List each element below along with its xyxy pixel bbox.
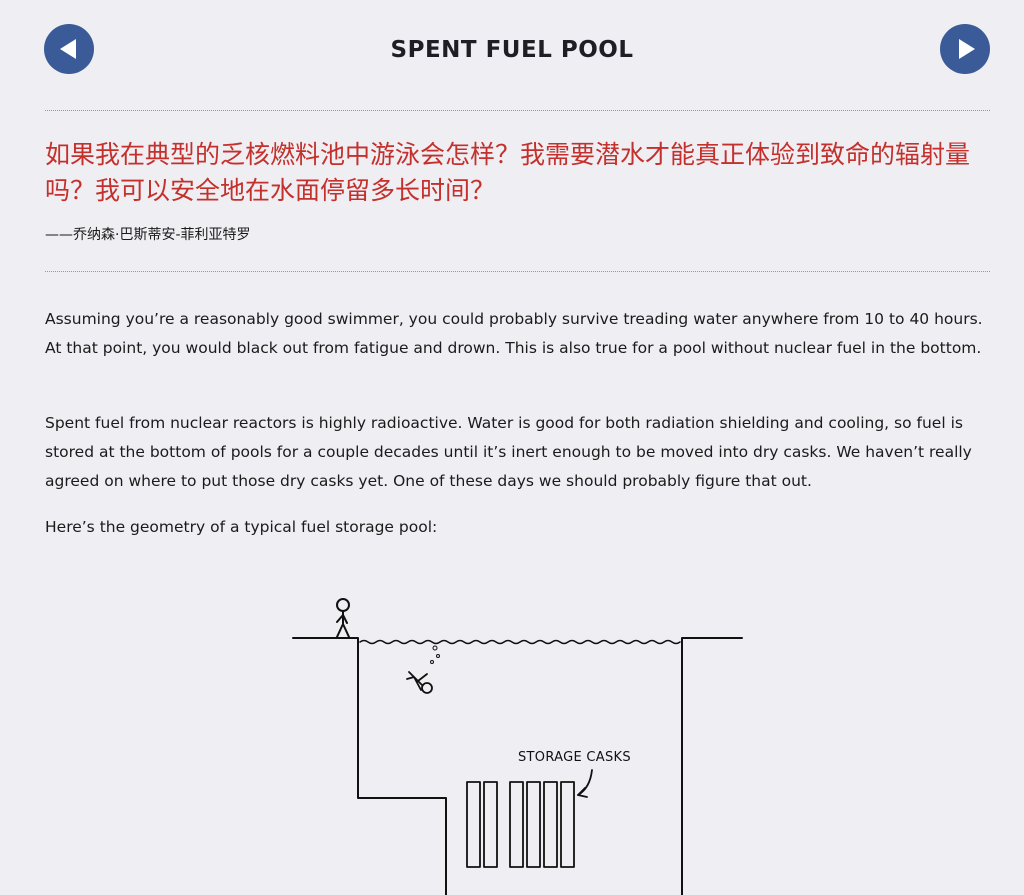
fuel-pool-diagram bbox=[292, 598, 743, 895]
storage-casks-label: STORAGE CASKS bbox=[518, 750, 631, 765]
triangle-right-icon bbox=[959, 39, 975, 59]
divider-bottom bbox=[45, 271, 990, 272]
article-paragraph: Here’s the geometry of a typical fuel st… bbox=[45, 518, 438, 536]
fuel-pool-comic: STORAGE CASKS bbox=[290, 590, 745, 895]
stick-figure-icon bbox=[336, 598, 350, 638]
page-title: SPENT FUEL POOL bbox=[390, 37, 634, 63]
article-paragraph: Spent fuel from nuclear reactors is high… bbox=[45, 414, 972, 490]
question-text: 如果我在典型的乏核燃料池中游泳会怎样？我需要潜水才能真正体验到致命的辐射量吗？我… bbox=[45, 140, 971, 205]
divider-top bbox=[45, 110, 990, 111]
triangle-left-icon bbox=[60, 39, 76, 59]
next-article-button[interactable] bbox=[940, 24, 990, 74]
storage-casks-icon bbox=[466, 781, 575, 868]
previous-article-button[interactable] bbox=[44, 24, 94, 74]
swimmer-icon bbox=[406, 645, 440, 694]
question-asker: ——乔纳森·巴斯蒂安-菲利亚特罗 bbox=[45, 227, 251, 243]
article-paragraph: Assuming you’re a reasonably good swimme… bbox=[45, 310, 983, 357]
